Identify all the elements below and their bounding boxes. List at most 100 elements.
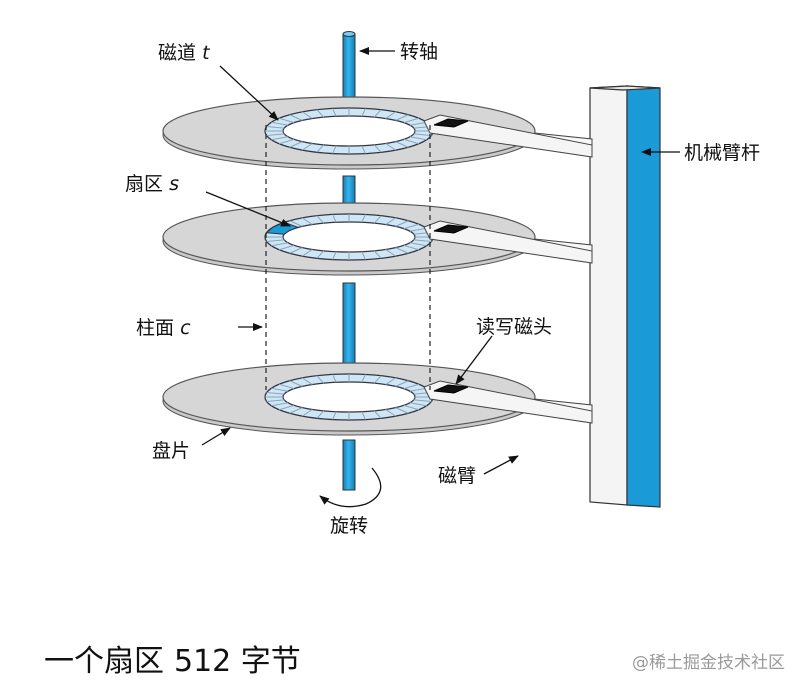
sector-divider	[279, 244, 295, 251]
platter-level-3	[162, 282, 593, 436]
disk-arm	[423, 220, 593, 264]
sector-divider	[271, 242, 289, 247]
platter-level-2	[162, 175, 593, 276]
sector-divider	[395, 141, 409, 148]
sector-divider	[332, 214, 337, 223]
sector-divider	[395, 220, 409, 227]
sector-divider	[395, 114, 409, 121]
sector-divider	[361, 251, 366, 260]
platter-label: 盘片	[152, 440, 190, 462]
read-write-head	[433, 118, 469, 128]
spindle-label: 转轴	[400, 41, 438, 63]
sector-divider	[385, 409, 396, 417]
sector-divider	[289, 220, 303, 227]
sector-divider	[413, 399, 432, 402]
sector-divider	[373, 250, 382, 259]
sector-divider	[289, 407, 303, 414]
sector-divider	[373, 144, 382, 153]
rotation-arrow	[319, 467, 382, 508]
sector-divider	[361, 214, 366, 223]
sector-divider	[279, 383, 295, 390]
sector-divider	[413, 239, 432, 242]
sector-divider	[409, 242, 427, 247]
sector-divider	[316, 144, 325, 153]
sector-divider	[332, 108, 337, 117]
sector-divider	[289, 247, 303, 254]
sector-divider	[385, 143, 396, 151]
sector-divider	[409, 227, 427, 232]
sector-divider	[409, 387, 427, 392]
sector-divider	[332, 145, 337, 154]
cylinder-outline	[265, 125, 431, 390]
sector-divider	[316, 109, 325, 118]
sector-divider	[373, 410, 382, 419]
track-label: 磁道 t	[158, 42, 211, 64]
rw-head-label: 读写磁头	[476, 316, 552, 338]
sector-divider	[332, 251, 337, 260]
sector-divider	[302, 409, 313, 417]
sector-divider	[373, 109, 382, 118]
sector-divider	[409, 121, 427, 126]
sector-arrow	[205, 191, 291, 227]
sector-divider	[385, 377, 396, 385]
arm-assembly-column	[589, 85, 661, 508]
sector-divider	[373, 375, 382, 384]
sector-divider	[316, 250, 325, 259]
arm-assembly-label: 机械臂杆	[684, 142, 760, 164]
sector-divider	[403, 138, 419, 145]
sector-divider	[332, 374, 337, 383]
sector-divider	[403, 383, 419, 390]
spindle-bottom-segment	[342, 439, 356, 491]
sector-divider	[403, 117, 419, 124]
sector-divider	[403, 223, 419, 230]
sector-divider	[361, 411, 366, 420]
sector-divider	[271, 136, 289, 141]
track-ring-inner	[282, 381, 416, 413]
sector-divider	[395, 247, 409, 254]
sector-divider	[316, 215, 325, 224]
sector-divider	[413, 133, 432, 136]
sector-divider	[271, 387, 289, 392]
platter-arrow	[201, 427, 231, 446]
track-ring-inner	[282, 115, 416, 147]
sector-divider	[279, 117, 295, 124]
track-arrow	[219, 65, 279, 121]
sector-divider	[271, 402, 289, 407]
sector-divider	[302, 111, 313, 119]
caption-part1: 一个扇区	[44, 644, 164, 679]
sector-divider	[266, 239, 285, 242]
sector-divider	[395, 380, 409, 387]
rotation-label: 旋转	[330, 515, 368, 537]
read-write-head	[433, 224, 469, 234]
sector-divider	[289, 380, 303, 387]
watermark: @稀土掘金技术社区	[632, 653, 785, 673]
sector-divider	[266, 126, 285, 129]
spindle-top	[342, 31, 356, 37]
arm-label: 磁臂	[438, 465, 476, 487]
sector-divider	[361, 374, 366, 383]
sector-divider	[266, 399, 285, 402]
sector-divider	[395, 407, 409, 414]
sector-divider	[403, 244, 419, 251]
sector-divider	[302, 217, 313, 225]
platter-level-1	[162, 31, 593, 170]
sector-divider	[361, 108, 366, 117]
read-write-head	[433, 384, 469, 394]
rw-head-arrow	[455, 335, 493, 385]
sector-divider	[302, 377, 313, 385]
sector-divider	[271, 121, 289, 126]
track-ring-inner	[282, 221, 416, 253]
disk-arm	[423, 114, 593, 158]
disk-arm	[423, 380, 593, 424]
sector-divider	[373, 215, 382, 224]
sector-divider	[266, 392, 285, 395]
sector-divider	[316, 410, 325, 419]
cylinder-label: 柱面 c	[136, 317, 191, 339]
sector-divider	[289, 114, 303, 121]
sector-divider	[409, 136, 427, 141]
platter-stack	[162, 31, 593, 436]
sector-divider	[302, 143, 313, 151]
sector-divider	[316, 375, 325, 384]
sector-divider	[279, 404, 295, 411]
